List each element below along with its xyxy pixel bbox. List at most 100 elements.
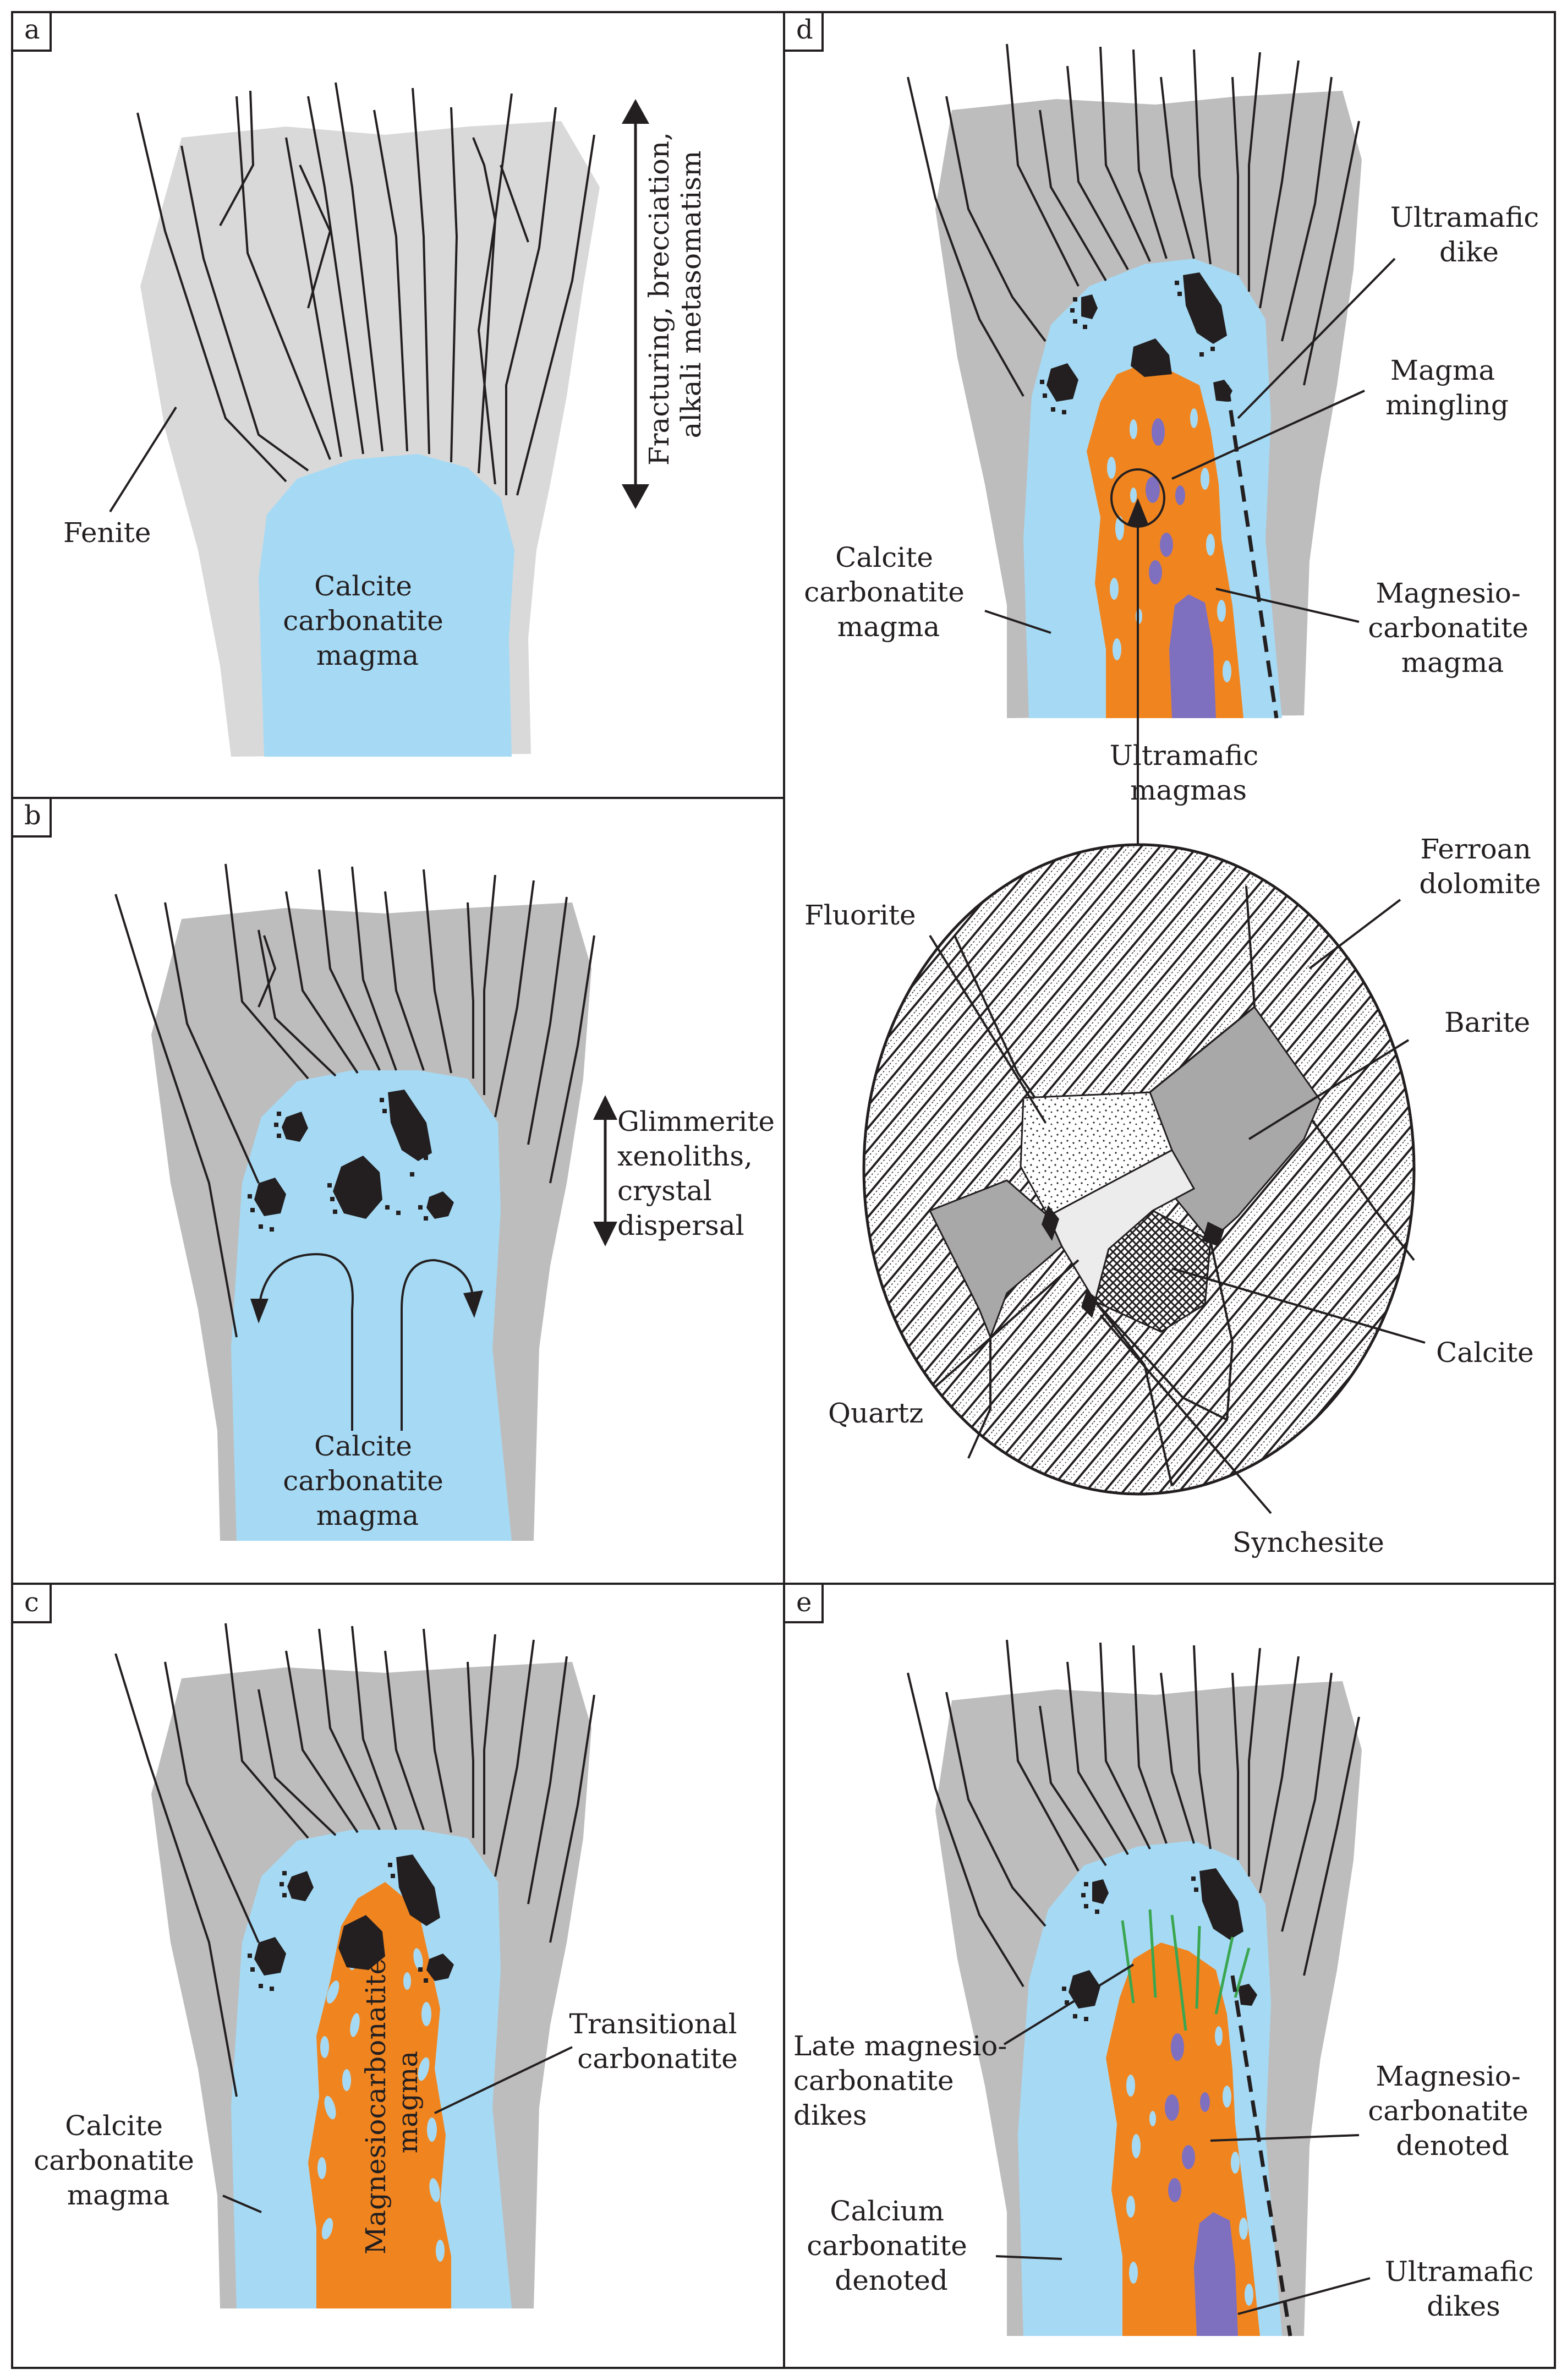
magnesiocarbonatite-label-c: Magnesiocarbonatite magma xyxy=(360,1950,424,2255)
synchesite-label: Synchesite xyxy=(1232,1527,1384,1558)
mingling-blobs xyxy=(1146,418,1185,584)
calcite-magma-leader-c xyxy=(222,2195,262,2213)
ultramafic-intrusion xyxy=(1194,2212,1238,2336)
process-arrow-a-head-top xyxy=(622,99,649,124)
barite-label: Barite xyxy=(1444,1006,1530,1038)
calcite-label: Calcite xyxy=(1436,1337,1534,1369)
barite-grain xyxy=(1149,1005,1322,1243)
xenolith xyxy=(388,1090,432,1161)
panel-letter-d: d xyxy=(796,14,813,45)
fenite-leader xyxy=(109,406,177,513)
panel-a: Fenite Calcite carbonatite magma Fractur… xyxy=(63,82,707,757)
calcite-magma-label-c: Calcite carbonatite magma xyxy=(34,2110,203,2211)
late-dikes-leader xyxy=(1003,1963,1135,2045)
panel-letter-a: a xyxy=(24,14,40,45)
magnesio-denoted-label: Magnesio- carbonatite denoted xyxy=(1368,2060,1537,2162)
process-label-a: Fracturing, brecciation, alkali metasoma… xyxy=(643,123,707,466)
barite-grain-lower-left xyxy=(928,1179,1063,1340)
calcium-denoted-label: Calcium carbonatite denoted xyxy=(807,2195,976,2296)
transitional-label: Transitional carbonatite xyxy=(569,2008,746,2075)
xenolith xyxy=(1047,363,1078,402)
xenolith xyxy=(1131,338,1172,377)
fracture-veins xyxy=(114,863,595,1338)
mingling-label: Magma mingling xyxy=(1385,354,1509,421)
xenolith xyxy=(1081,294,1098,319)
panel-letters: a d b c e xyxy=(11,11,824,1623)
magnesiocarbonatite-body xyxy=(308,1882,451,2308)
glimmerite-xenoliths xyxy=(1047,272,1232,402)
mingling-leader xyxy=(1171,390,1365,480)
calcite-magma-leader-d xyxy=(984,610,1051,634)
fracture-veins xyxy=(114,1623,595,2097)
xenolith xyxy=(1199,1868,1243,1940)
fluorite-leader xyxy=(929,934,1047,1124)
panel-letter-c: c xyxy=(24,1587,39,1618)
fracture-veins xyxy=(136,82,595,496)
ultramafic-dike-line xyxy=(1230,1975,1292,2337)
ultramafic-dikes-leader xyxy=(1237,2277,1371,2315)
panel-d: Ultramafic dike Magma mingling Calcite c… xyxy=(804,43,1548,1558)
xenolith xyxy=(254,1178,286,1216)
calcite-magma-body xyxy=(231,1070,512,1541)
synchesite-leader xyxy=(1099,1314,1272,1514)
magnesio-magma-label-d: Magnesio- carbonatite magma xyxy=(1368,577,1537,679)
mingling-blobs xyxy=(1165,2033,1210,2202)
quartz-leader xyxy=(934,1259,1080,1388)
xenolith xyxy=(396,1854,440,1926)
process-arrow-b-head-bottom xyxy=(593,1222,617,1246)
magnesio-magma-leader-d xyxy=(1215,588,1360,623)
magnesio-denoted-leader xyxy=(1210,2134,1360,2142)
panel-e: Late magnesio- carbonatite dikes Magnesi… xyxy=(793,1639,1537,2337)
late-dikes-label: Late magnesio- carbonatite dikes xyxy=(793,2030,1016,2131)
xenolith xyxy=(1238,1984,1257,2006)
xenolith xyxy=(338,1915,385,1970)
ultramafic-magmas-label: Ultramafic magmas xyxy=(1110,740,1267,806)
calcite-leader xyxy=(1171,1267,1426,1344)
ultramafic-dike-label: Ultramafic dike xyxy=(1390,201,1548,268)
xenolith xyxy=(254,1937,286,1976)
glimmerite-xenoliths xyxy=(254,1854,454,1981)
calcium-denoted-leader xyxy=(995,2255,1062,2260)
process-arrow-b-head-top xyxy=(593,1095,617,1120)
synchesite-crystals xyxy=(1042,1205,1224,1318)
glimmerite-xenoliths xyxy=(254,1090,454,1219)
ultramafic-dike-line xyxy=(1225,385,1279,719)
transitional-leader xyxy=(434,2046,573,2114)
ferroan-dolomite-label: Ferroan dolomite xyxy=(1419,833,1541,900)
xenolith xyxy=(426,1954,454,1981)
crystal-dispersal-dots xyxy=(1040,281,1215,414)
panel-letter-b: b xyxy=(24,800,41,831)
fracture-veins xyxy=(907,1639,1360,1988)
panel-c: Magnesiocarbonatite magma Calcite carbon… xyxy=(34,1623,746,2308)
xenolith xyxy=(282,1112,308,1142)
crystal-dispersal-dots xyxy=(1062,1876,1198,2021)
xenolith xyxy=(333,1156,382,1219)
xenolith xyxy=(1183,272,1227,344)
calcite-magma-label-a: Calcite carbonatite magma xyxy=(283,570,452,671)
ferroan-dolomite-leader xyxy=(1308,899,1401,970)
fracture-veins xyxy=(907,43,1360,397)
transitional-carbonatite-lenses xyxy=(1126,2026,1253,2306)
calcite-magma-body xyxy=(259,454,514,757)
convection-arrow-head-left xyxy=(250,1299,269,1323)
fenite-label: Fenite xyxy=(63,517,151,549)
crystal-dispersal-dots xyxy=(248,1098,428,1232)
barite-leader xyxy=(1248,1039,1410,1140)
panel-letter-e: e xyxy=(796,1587,812,1618)
zoom-connector-arrowhead xyxy=(1127,498,1149,526)
calcite-magma-label-b: Calcite carbonatite magma xyxy=(283,1430,452,1531)
xenolith xyxy=(287,1871,314,1901)
convection-arrow-head-right xyxy=(463,1290,483,1318)
ultramafic-dike-leader xyxy=(1237,258,1396,419)
ultramafic-intrusion xyxy=(1169,594,1216,718)
calcite-magma-label-d: Calcite carbonatite magma xyxy=(804,541,973,643)
convection-arrows xyxy=(257,1253,474,1431)
late-magnesiocarbonatite-dikes xyxy=(1121,1909,1251,2031)
panel-b: Calcite carbonatite magma Glimmerite xen… xyxy=(114,863,784,1541)
xenolith xyxy=(426,1191,454,1219)
fluorite-label: Fluorite xyxy=(804,899,916,931)
process-label-b: Glimmerite xenoliths, crystal dispersal xyxy=(617,1106,784,1241)
quartz-label: Quartz xyxy=(828,1397,923,1429)
crystal-dispersal-dots xyxy=(248,1863,428,1991)
